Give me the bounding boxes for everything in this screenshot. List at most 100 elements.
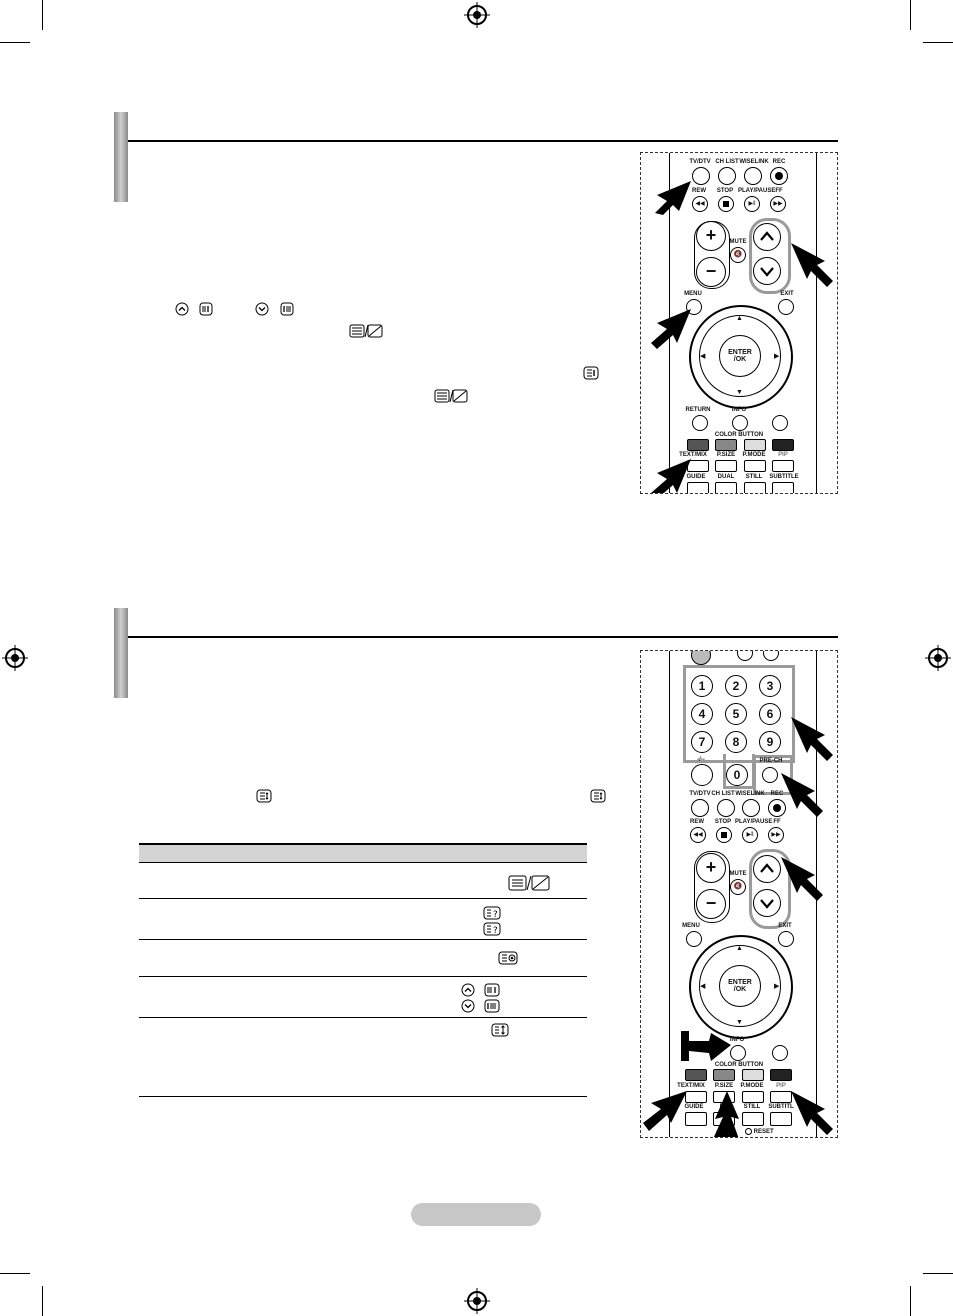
- ch-list-button[interactable]: [717, 799, 735, 817]
- teletext-mix-icon: [434, 389, 468, 403]
- p-size-button[interactable]: [715, 460, 737, 472]
- pip-button[interactable]: [770, 1091, 792, 1103]
- volume-rocker: [694, 851, 730, 923]
- exit-button[interactable]: [778, 299, 794, 315]
- digit-0-button[interactable]: 0: [726, 764, 748, 786]
- ff-button[interactable]: ▶▶: [768, 827, 784, 843]
- menu-label: MENU: [684, 291, 702, 297]
- wiselink-label: WISELINK: [735, 791, 765, 797]
- guide-button[interactable]: [685, 1112, 707, 1126]
- p-mode-button[interactable]: [744, 460, 766, 472]
- rec-button[interactable]: [770, 167, 788, 185]
- mute-button[interactable]: 🔇: [730, 247, 746, 263]
- digit-2-button[interactable]: 2: [725, 675, 747, 697]
- info-button[interactable]: [732, 415, 748, 431]
- guide-button[interactable]: [687, 482, 709, 493]
- digit-5-button[interactable]: 5: [725, 703, 747, 725]
- still-button[interactable]: [742, 1112, 764, 1126]
- info-button[interactable]: [730, 1045, 746, 1061]
- channel-down-button[interactable]: [753, 889, 781, 917]
- enter-ok-button[interactable]: ENTER /OK: [719, 335, 761, 377]
- stop-label: STOP: [714, 819, 732, 825]
- exit-button[interactable]: [778, 931, 794, 947]
- digit-4-button[interactable]: 4: [691, 703, 713, 725]
- blue-button[interactable]: [770, 1069, 792, 1081]
- play-pause-label: PLAY/PAUSE: [738, 188, 776, 194]
- play-pause-button[interactable]: ▶‖: [742, 827, 758, 843]
- channel-up-button[interactable]: [753, 223, 781, 251]
- tv-dtv-button[interactable]: [691, 799, 709, 817]
- ch-list-button[interactable]: [718, 167, 736, 185]
- digit-7-button[interactable]: 7: [691, 731, 713, 753]
- section-header-bar: [114, 608, 128, 698]
- pre-ch-button[interactable]: [762, 767, 778, 783]
- page-number-badge: [411, 1203, 541, 1226]
- right-arrow-icon: ▶: [774, 353, 780, 360]
- text-mix-button[interactable]: [685, 1091, 707, 1103]
- pointer-arrow-icon: [651, 459, 691, 493]
- tv-dtv-button[interactable]: [692, 167, 710, 185]
- green-button[interactable]: [715, 439, 737, 451]
- p-size-label: P.SIZE: [716, 452, 736, 458]
- anynet-button[interactable]: [772, 415, 788, 431]
- chevron-down-icon: [461, 999, 475, 1013]
- dual-button[interactable]: [715, 482, 737, 493]
- volume-down-button[interactable]: −: [696, 889, 726, 919]
- teletext-reveal-icon: ?: [483, 922, 501, 936]
- direction-pad[interactable]: ENTER /OK ▲ ▼ ◀ ▶: [689, 935, 793, 1039]
- stop-button[interactable]: [716, 827, 732, 843]
- section-header-bar: [114, 112, 128, 202]
- rec-button[interactable]: [768, 799, 786, 817]
- p-mode-button[interactable]: [742, 1091, 764, 1103]
- pointer-arrow-icon: [651, 309, 691, 349]
- red-button[interactable]: [685, 1069, 707, 1081]
- crop-mark: [42, 1286, 43, 1316]
- menu-button[interactable]: [686, 299, 702, 315]
- yellow-button[interactable]: [742, 1069, 764, 1081]
- still-button[interactable]: [744, 482, 766, 493]
- ff-button[interactable]: ▶▶: [770, 196, 786, 212]
- volume-up-button[interactable]: +: [696, 221, 726, 251]
- digit-3-button[interactable]: 3: [759, 675, 781, 697]
- volume-down-button[interactable]: −: [696, 257, 726, 287]
- menu-button[interactable]: [686, 931, 702, 947]
- enter-ok-button[interactable]: ENTER /OK: [719, 965, 761, 1007]
- digit-8-button[interactable]: 8: [725, 731, 747, 753]
- blue-button[interactable]: [772, 439, 794, 451]
- pip-button[interactable]: [772, 460, 794, 472]
- dual-label: DUAL: [717, 474, 735, 480]
- rew-button[interactable]: ◀◀: [692, 196, 708, 212]
- red-button[interactable]: [687, 439, 709, 451]
- teletext-page-down-icon: [280, 302, 294, 316]
- volume-up-button[interactable]: +: [696, 853, 726, 883]
- stop-button[interactable]: [718, 196, 734, 212]
- teletext-mix-icon: [349, 324, 383, 338]
- teletext-page-up-icon: [484, 983, 500, 997]
- subtitle-button[interactable]: [770, 1112, 792, 1126]
- channel-down-button[interactable]: [753, 257, 781, 285]
- section-rule: [128, 636, 838, 638]
- wiselink-button[interactable]: [742, 799, 760, 817]
- ok-label: /OK: [733, 356, 747, 363]
- digit-9-button[interactable]: 9: [759, 731, 781, 753]
- power-button[interactable]: [691, 651, 711, 665]
- still-label: STILL: [745, 474, 763, 480]
- play-pause-button[interactable]: ▶‖: [744, 196, 760, 212]
- return-button[interactable]: [692, 415, 708, 431]
- left-arrow-icon: ◀: [700, 983, 706, 990]
- dash-label: -/--: [697, 757, 705, 763]
- direction-pad[interactable]: ENTER /OK ▲ ▼ ◀ ▶: [689, 305, 793, 409]
- subtitle-button[interactable]: [772, 482, 794, 493]
- dash-button[interactable]: [691, 764, 713, 786]
- registration-mark-icon: [467, 1291, 487, 1311]
- digit-6-button[interactable]: 6: [759, 703, 781, 725]
- crop-mark: [923, 1273, 953, 1274]
- digit-1-button[interactable]: 1: [691, 675, 713, 697]
- mute-button[interactable]: 🔇: [730, 879, 746, 895]
- rew-button[interactable]: ◀◀: [690, 827, 706, 843]
- channel-up-button[interactable]: [753, 855, 781, 883]
- wiselink-button[interactable]: [744, 167, 762, 185]
- yellow-button[interactable]: [744, 439, 766, 451]
- green-button[interactable]: [713, 1069, 735, 1081]
- anynet-button[interactable]: [772, 1045, 788, 1061]
